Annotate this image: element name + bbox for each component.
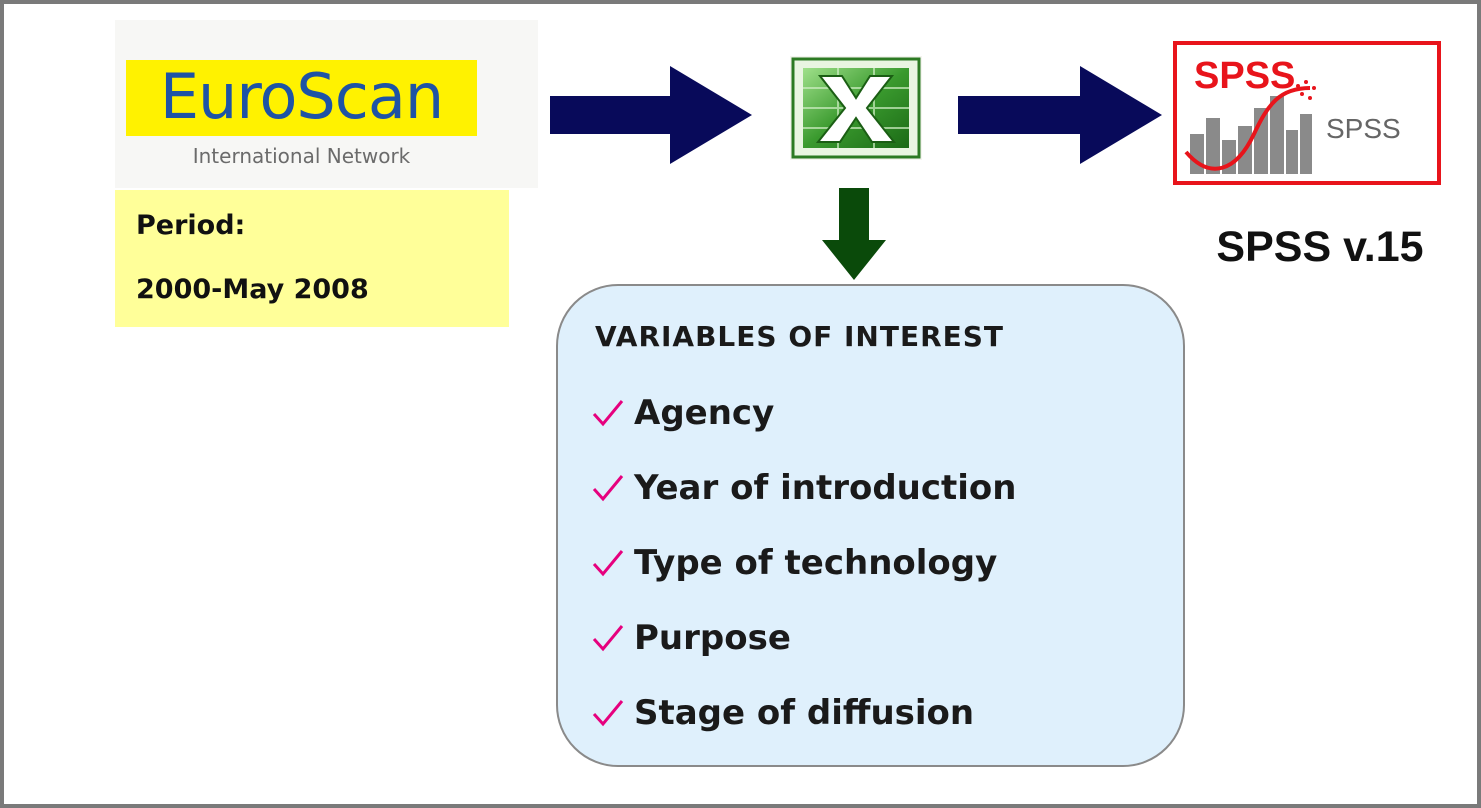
euroscan-logo-name: EuroScan: [159, 60, 444, 133]
variable-label: Year of introduction: [634, 468, 1017, 508]
arrow-down-icon: [822, 188, 886, 280]
variable-item: Agency: [588, 388, 774, 438]
check-icon: [592, 475, 624, 502]
check-icon: [592, 625, 624, 652]
period-box: [115, 190, 509, 327]
arrow-right-icon: [550, 66, 752, 164]
check-icon: [592, 400, 624, 427]
variable-label: Agency: [634, 393, 775, 433]
variable-item: Year of introduction: [588, 463, 1017, 513]
period-value: 2000-May 2008: [136, 274, 369, 305]
euroscan-logo-subtitle: International Network: [192, 144, 411, 168]
variable-item: Type of technology: [588, 538, 997, 588]
spss-icon-graphic: SPSS SPSS: [1184, 55, 1401, 174]
check-icon: [592, 550, 624, 577]
spss-version-label: SPSS v.15: [1216, 223, 1424, 271]
excel-icon: [790, 56, 922, 160]
variables-title: VARIABLES OF INTEREST: [595, 320, 1005, 353]
arrow-right-icon: [958, 66, 1162, 164]
spss-icon-text: SPSS: [1194, 55, 1295, 97]
check-icon: [592, 700, 624, 727]
variable-item: Purpose: [588, 613, 791, 663]
variables-box: [556, 284, 1185, 767]
spss-icon-caption: SPSS: [1326, 113, 1401, 144]
variable-label: Purpose: [634, 618, 791, 658]
euroscan-logo-background: [126, 60, 477, 136]
variable-item: Stage of diffusion: [588, 688, 974, 738]
variable-label: Type of technology: [634, 543, 998, 583]
variable-label: Stage of diffusion: [634, 693, 975, 733]
period-label: Period:: [136, 210, 246, 241]
